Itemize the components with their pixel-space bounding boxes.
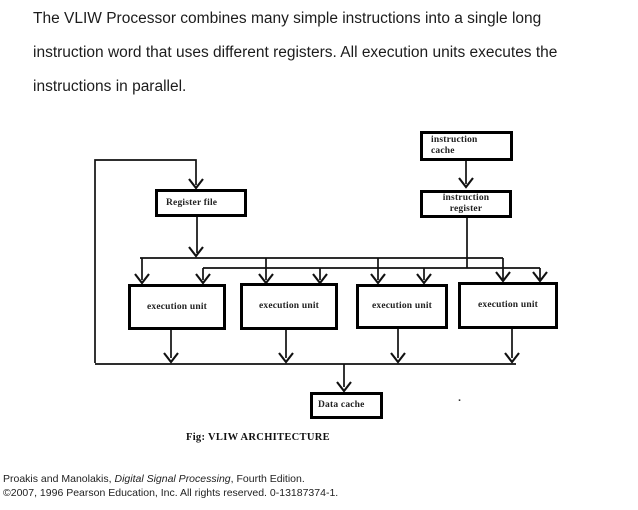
- intro-line: The VLIW Processor combines many simple …: [33, 10, 542, 27]
- execution-unit-label: execution unit: [258, 301, 320, 311]
- stray-dot: .: [458, 392, 462, 404]
- intro-line: instructions in parallel.: [33, 78, 187, 95]
- attribution-line-2: ©2007, 1996 Pearson Education, Inc. All …: [3, 486, 339, 499]
- instruction-register-label: instruction register: [442, 193, 490, 214]
- instruction-cache-box: instruction cache: [420, 131, 513, 161]
- execution-unit-box: execution unit: [356, 284, 448, 329]
- instruction-cache-label: instruction cache: [431, 135, 478, 156]
- attribution: Proakis and Manolakis, Digital Signal Pr…: [3, 473, 338, 500]
- execution-unit-label: execution unit: [146, 301, 208, 312]
- execution-unit-box: execution unit: [240, 283, 338, 330]
- attribution-line-1: Proakis and Manolakis, Digital Signal Pr…: [3, 473, 338, 487]
- arrowheads: [134, 177, 548, 393]
- figure-caption: Fig: VLIW ARCHITECTURE: [186, 432, 330, 443]
- execution-unit-box: execution unit: [128, 284, 226, 330]
- register-file-label: Register file: [166, 197, 218, 208]
- execution-unit-box: execution unit: [458, 282, 558, 329]
- instruction-register-box: instruction register: [420, 190, 512, 218]
- execution-unit-label: execution unit: [477, 300, 539, 310]
- intro-line: instruction word that uses different reg…: [33, 44, 558, 61]
- register-file-box: Register file: [155, 189, 247, 217]
- attribution-edition: , Fourth Edition.: [230, 473, 305, 485]
- attribution-book-title: Digital Signal Processing: [114, 473, 231, 485]
- intro-text: The VLIW Processor combines many simple …: [33, 2, 618, 104]
- data-cache-label: Data cache: [318, 400, 365, 410]
- data-cache-box: Data cache: [310, 392, 383, 419]
- execution-unit-label: execution unit: [371, 301, 433, 311]
- attribution-authors: Proakis and Manolakis,: [3, 473, 115, 485]
